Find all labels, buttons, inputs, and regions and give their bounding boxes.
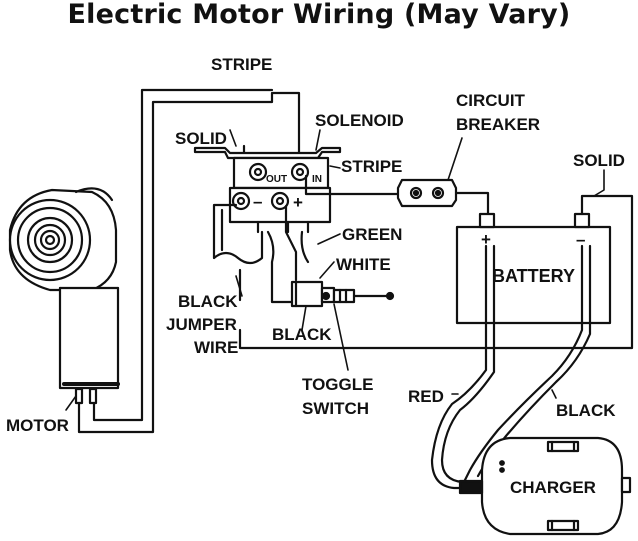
label-breaker: BREAKER (456, 115, 540, 134)
toggle-switch (290, 280, 395, 308)
battery (455, 212, 612, 325)
black-charger-wire (460, 244, 584, 488)
circuit-breaker (396, 178, 458, 208)
label-black-charger: BLACK (556, 401, 616, 420)
label-green: GREEN (342, 225, 402, 244)
label-terminal-out: OUT (266, 174, 287, 185)
label-switch: SWITCH (302, 399, 369, 418)
wire-motor-to-solid (92, 88, 274, 422)
green-wire (284, 204, 298, 282)
black-jumper-wire (212, 203, 264, 265)
label-solenoid: SOLENOID (315, 111, 404, 130)
wire-motor-to-stripe (77, 91, 301, 434)
label-stripe-mid: STRIPE (341, 157, 402, 176)
wire-breaker-to-battery (454, 191, 490, 216)
label-red: RED (408, 387, 444, 406)
label-terminal-minus: – (253, 192, 262, 211)
wire-in-to-breaker (304, 174, 404, 196)
motor (8, 187, 120, 405)
label-circuit: CIRCUIT (456, 91, 526, 110)
label-solid-right: SOLID (573, 151, 625, 170)
label-terminal-plus: + (293, 193, 303, 212)
leader-lines (65, 129, 605, 411)
label-black-jumper-2: JUMPER (166, 315, 237, 334)
label-battery-minus: – (576, 230, 585, 249)
label-black-toggle: BLACK (272, 325, 332, 344)
label-charger: CHARGER (510, 478, 596, 497)
red-wire (430, 244, 488, 490)
label-battery-plus: + (481, 230, 491, 249)
label-battery: BATTERY (492, 266, 575, 286)
label-black-jumper-3: WIRE (194, 338, 238, 357)
black-toggle-wire (266, 230, 308, 304)
label-black-jumper-1: BLACK (178, 292, 238, 311)
label-solid-left: SOLID (175, 129, 227, 148)
label-white: WHITE (336, 255, 391, 274)
label-motor: MOTOR (6, 416, 69, 435)
solenoid (193, 146, 342, 234)
label-stripe-top: STRIPE (211, 55, 272, 74)
charger (458, 436, 632, 536)
label-terminal-in: IN (312, 174, 322, 185)
wire-battery-minus-solid (238, 194, 634, 350)
label-toggle: TOGGLE (302, 375, 373, 394)
diagram-title: Electric Motor Wiring (May Vary) (67, 0, 571, 30)
